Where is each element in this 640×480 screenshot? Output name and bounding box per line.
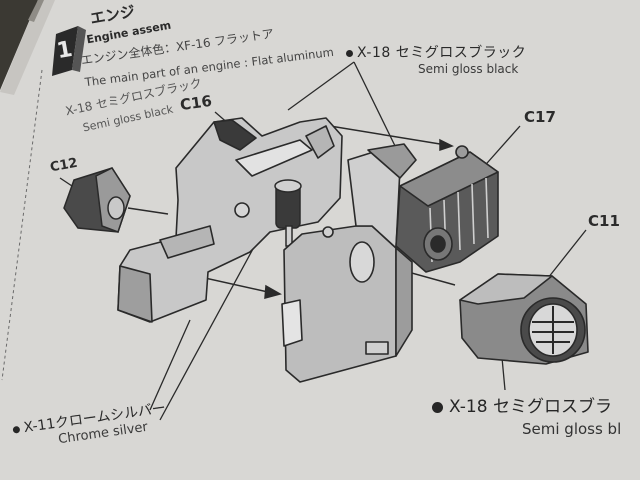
step-number-box (52, 26, 86, 76)
paint-x18-bottom-code: X-18 セミグロスブラ (432, 392, 612, 417)
chrome-piston-drawing (274, 179, 302, 247)
part-c16-drawing (117, 117, 343, 323)
part-c12-drawing (63, 167, 131, 233)
part-label-c11: C11 (588, 212, 620, 230)
paint-x18-bottom-name: Semi gloss bl (522, 420, 622, 438)
bullet-icon (432, 401, 443, 413)
page-edge-line (28, 0, 44, 22)
bullet-icon (346, 49, 353, 57)
part-c11-drawing (459, 273, 589, 365)
part-c17-drawing (395, 145, 499, 273)
page-edge (0, 0, 55, 95)
bullet-icon (12, 425, 21, 434)
part-label-c17: C17 (524, 108, 556, 126)
engine-block-drawing (281, 143, 417, 383)
paint-x18-top-code: X-18 セミグロスブラック (346, 42, 526, 62)
paint-x18-top-name: Semi gloss black (418, 62, 519, 76)
fold-line (1, 69, 43, 381)
